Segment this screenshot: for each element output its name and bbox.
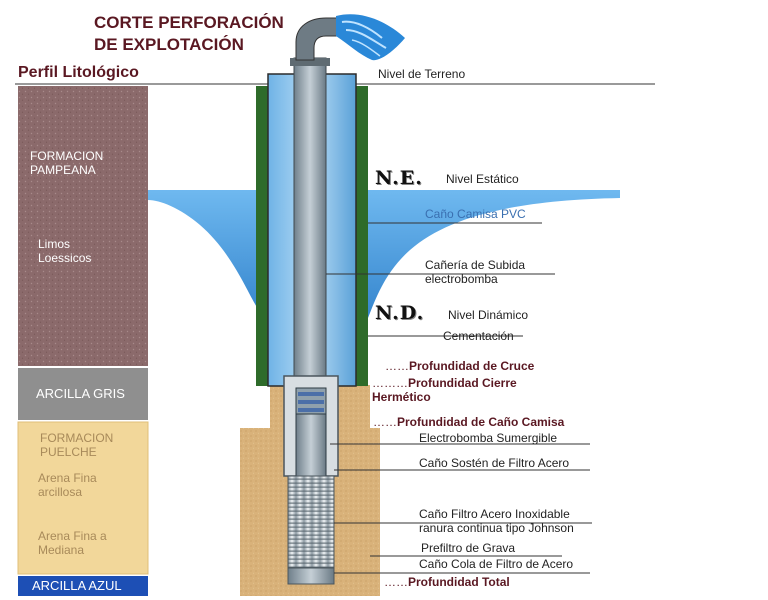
- layer-label-limos: Limos Loessicos: [38, 237, 92, 265]
- layer-arcilla-gris: [18, 368, 148, 420]
- label-prof-cruce-row: ……Profundidad de Cruce: [385, 359, 535, 374]
- label-prof-cierre: Profundidad Cierre Hermético: [372, 376, 517, 404]
- label-ne-abbr: N.E.: [375, 167, 423, 189]
- label-nivel-dinamico: Nivel Dinámico: [448, 308, 529, 322]
- water-outflow-icon: [336, 14, 405, 61]
- layer-pampeana: [18, 86, 148, 366]
- cementation-left: [256, 86, 268, 386]
- layer-label-arena-arcillosa: Arena Fina arcillosa: [38, 471, 97, 499]
- label-cementacion: Cementación: [443, 329, 514, 343]
- label-prof-cierre-row: ………Profundidad Cierre Hermético: [372, 376, 542, 405]
- label-prof-cano-camisa: Profundidad de Caño Camisa: [397, 415, 565, 429]
- discharge-pipe: [293, 57, 327, 389]
- leader-dots: ………: [372, 376, 408, 390]
- label-prof-cruce: Profundidad de Cruce: [409, 359, 535, 373]
- layer-label-arena-mediana: Arena Fina a Mediana: [38, 529, 107, 557]
- layer-puelche: [17, 421, 149, 575]
- label-nd-abbr: N.D.: [375, 302, 425, 324]
- water-cone-left: [148, 190, 262, 315]
- label-prof-cano-camisa-row: ……Profundidad de Caño Camisa: [373, 415, 565, 430]
- leader-dots: ……: [373, 415, 397, 429]
- label-prof-total: Profundidad Total: [408, 575, 510, 589]
- leader-dots: ……: [385, 359, 409, 373]
- layer-label-pampeana: FORMACION PAMPEANA: [30, 149, 104, 177]
- label-prefiltro: Prefiltro de Grava: [421, 541, 516, 555]
- label-caneria-subida: Cañería de Subida electrobomba: [425, 258, 526, 286]
- layer-arcilla-azul: [18, 576, 148, 596]
- label-cano-soston: Caño Sostén de Filtro Acero: [419, 456, 570, 470]
- label-cano-filtro: Caño Filtro Acero Inoxidable ranura cont…: [419, 507, 574, 535]
- label-nivel-estatico: Nivel Estático: [446, 172, 519, 186]
- leader-dots: ……: [384, 575, 408, 589]
- label-cano-camisa-pvc: Caño Camisa PVC: [425, 207, 526, 221]
- diagram-title-line2: DE EXPLOTACIÓN: [94, 35, 244, 54]
- pipe-elbow: [295, 17, 339, 61]
- pump-icon: [295, 387, 327, 477]
- profile-title: Perfil Litológico: [18, 64, 139, 81]
- layer-label-arcilla-azul: ARCILLA AZUL: [32, 578, 122, 593]
- screen-filter-icon: [287, 475, 335, 569]
- label-cano-cola: Caño Cola de Filtro de Acero: [419, 557, 574, 571]
- water-cone-right: [368, 190, 620, 318]
- label-electrobomba: Electrobomba Sumergible: [419, 431, 558, 445]
- tail-pipe: [287, 567, 335, 585]
- layer-label-arcilla-gris: ARCILLA GRIS: [36, 386, 125, 401]
- label-nivel-terreno: Nivel de Terreno: [378, 67, 466, 81]
- cementation-right: [356, 86, 368, 386]
- layer-label-puelche: FORMACION PUELCHE: [40, 431, 114, 459]
- diagram-title-line1: CORTE PERFORACIÓN: [94, 13, 284, 32]
- label-prof-total-row: ……Profundidad Total: [384, 575, 510, 590]
